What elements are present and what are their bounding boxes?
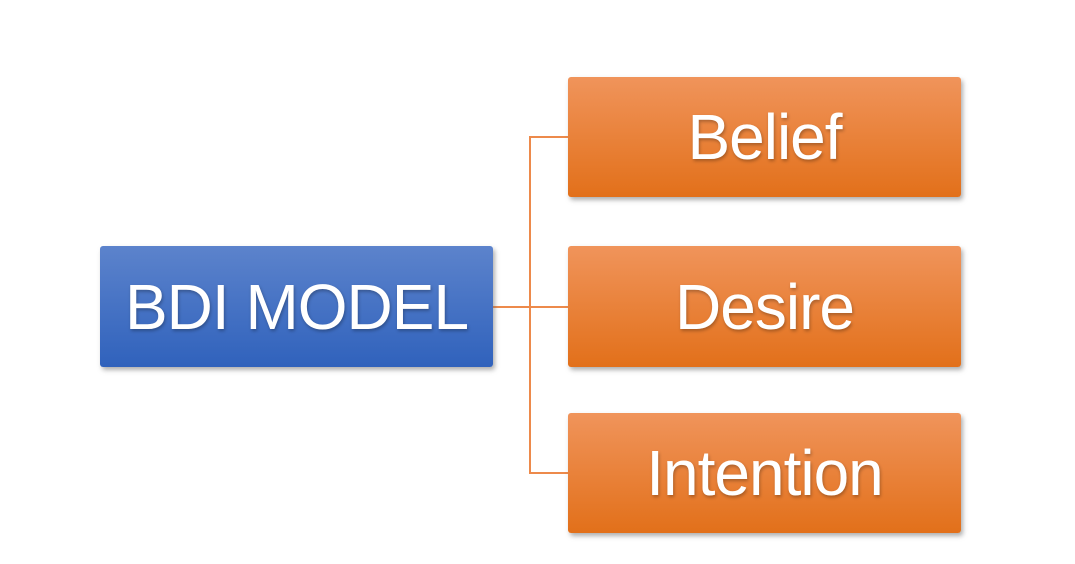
node-desire-label: Desire [675,270,855,343]
node-belief-label: Belief [687,101,842,173]
node-desire: Desire [568,246,961,367]
node-intention-label: Intention [646,437,884,509]
node-intention: Intention [568,413,961,533]
node-bdi-model-label: BDI MODEL [124,270,469,343]
node-bdi-model: BDI MODEL [100,246,493,367]
node-belief: Belief [568,77,961,197]
